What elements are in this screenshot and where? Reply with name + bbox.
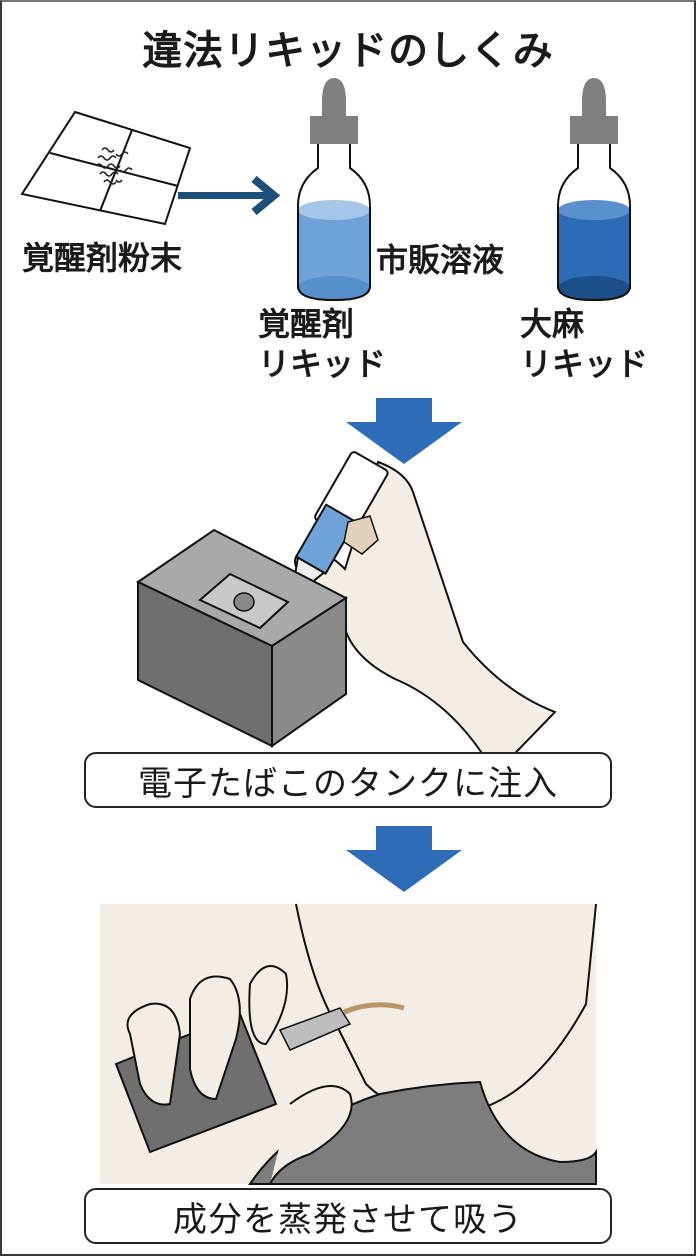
bottle-stimulant-liquid <box>297 78 371 302</box>
step2-caption: 電子たばこのタンクに注入 <box>84 752 612 808</box>
arrow-down-icon <box>346 826 462 892</box>
arrow-down-icon <box>346 398 462 464</box>
bottle-2-label-line2: リキッド <box>520 345 649 383</box>
solvent-label: 市販溶液 <box>376 241 505 279</box>
inhaling-illustration <box>100 903 597 1185</box>
diagram-title: 違法リキッドのしくみ <box>142 28 554 74</box>
bottle-1-label-line1: 覚醒剤 <box>258 305 355 343</box>
step3-caption: 成分を蒸発させて吸う <box>84 1188 612 1244</box>
bottle-cannabis-liquid <box>557 78 631 302</box>
bottle-2-label-line1: 大麻 <box>520 305 585 343</box>
arrow-right-icon <box>178 175 281 216</box>
powder-paper-icon <box>20 110 192 226</box>
powder-label: 覚醒剤粉末 <box>22 239 183 277</box>
bottle-1-label-line2: リキッド <box>258 345 387 383</box>
refill-tank-illustration <box>136 451 557 776</box>
